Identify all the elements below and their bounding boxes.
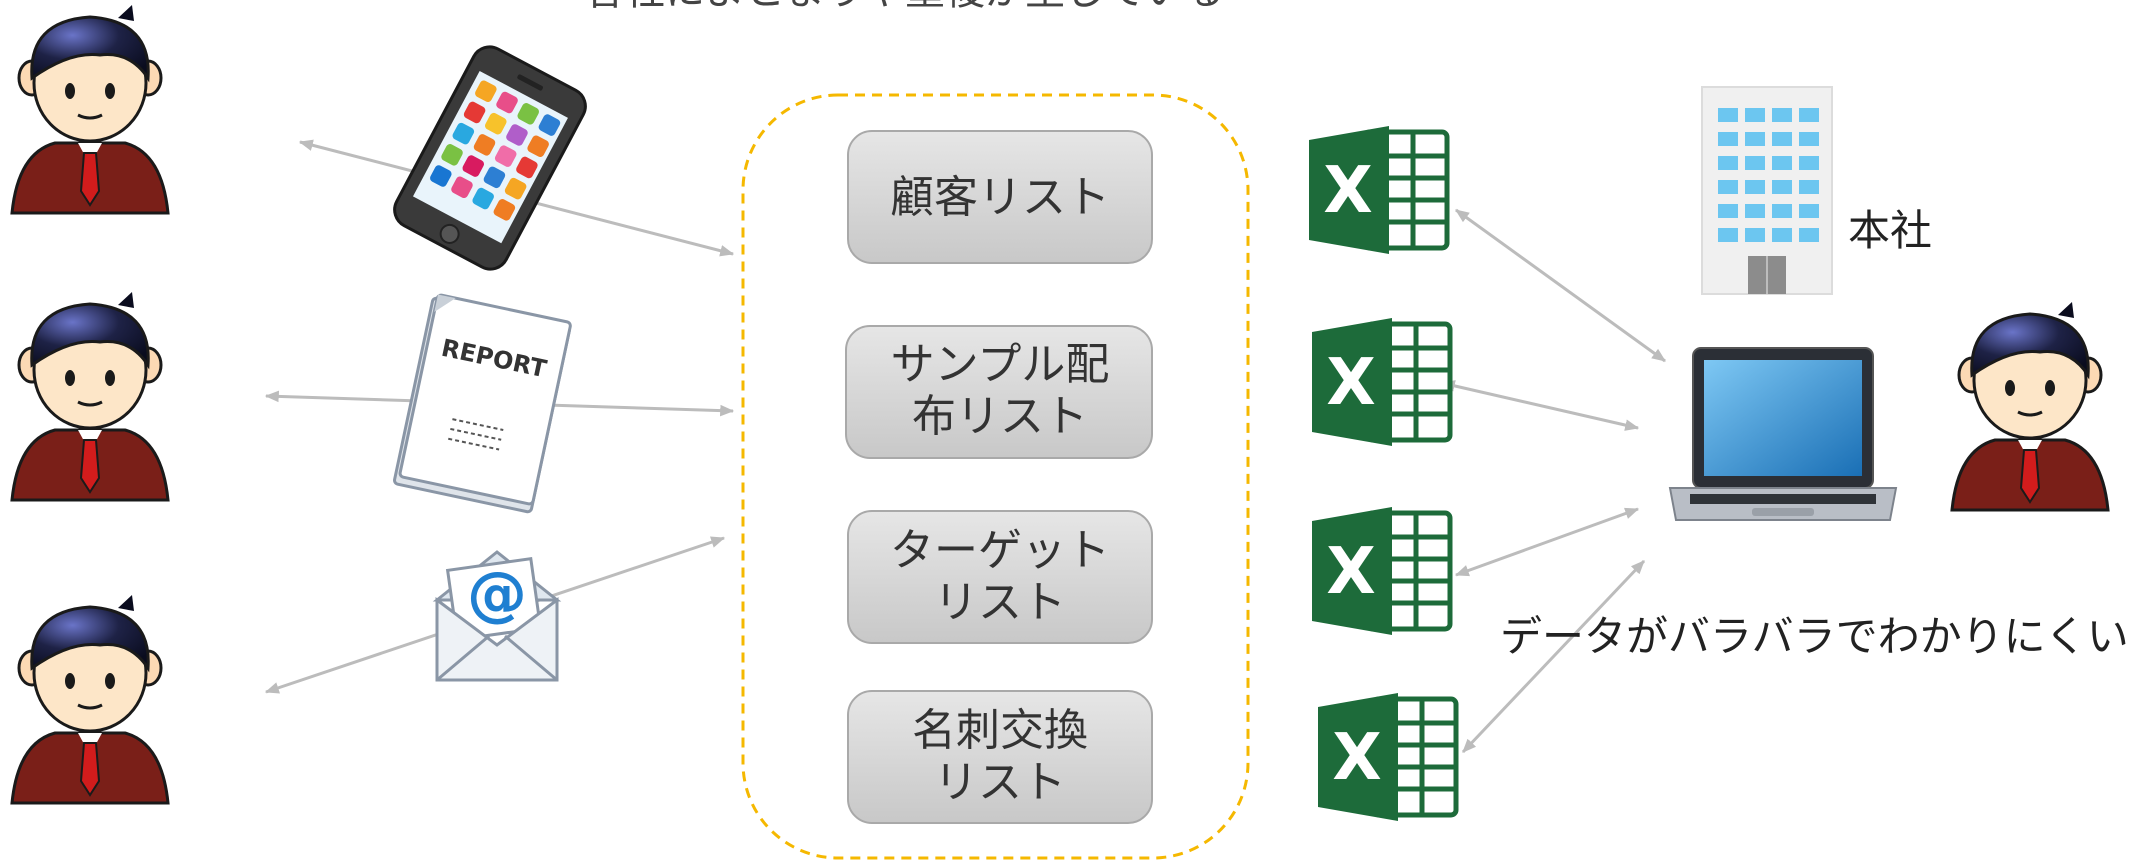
person-icon [10, 3, 170, 215]
excel-letter: X [1326, 346, 1375, 420]
list-label: ターゲット [890, 525, 1110, 576]
arrow-excel-1 [1455, 208, 1666, 363]
list-box-business-card: 名刺交換 リスト [847, 690, 1153, 824]
report-document-icon: REPORT [393, 293, 572, 514]
note-text: データがバラバラでわかりにくい [1500, 612, 2129, 661]
person-icon [10, 593, 170, 805]
excel-letter: X [1332, 721, 1381, 795]
list-label: サンプル配 [891, 339, 1110, 390]
excel-letter: X [1323, 154, 1372, 228]
list-label: 布リスト [912, 391, 1088, 442]
arrow-excel-3 [1454, 507, 1640, 577]
email-envelope-icon: @ [432, 550, 562, 682]
office-building-icon [1701, 86, 1833, 295]
email-at-symbol: @ [467, 559, 527, 629]
list-box-sample: サンプル配 布リスト [845, 325, 1153, 459]
list-label: 顧客リスト [890, 172, 1110, 223]
list-group-container [741, 93, 1250, 860]
excel-letter: X [1326, 535, 1375, 609]
list-label: 名刺交換 [912, 705, 1088, 756]
person-icon [10, 290, 170, 502]
top-caption: 各社によとまりや重複が生じている [585, 0, 1225, 14]
arrow-excel-2 [1440, 380, 1640, 431]
list-label: リスト [934, 757, 1066, 808]
laptop-icon [1668, 347, 1898, 521]
arrow-excel-4 [1461, 559, 1646, 754]
person-icon [1950, 300, 2110, 512]
hq-label: 本社 [1848, 206, 1932, 255]
list-box-target: ターゲット リスト [847, 510, 1153, 644]
smartphone-icon [393, 45, 587, 271]
list-box-customer: 顧客リスト [847, 130, 1153, 264]
list-label: リスト [934, 577, 1066, 628]
